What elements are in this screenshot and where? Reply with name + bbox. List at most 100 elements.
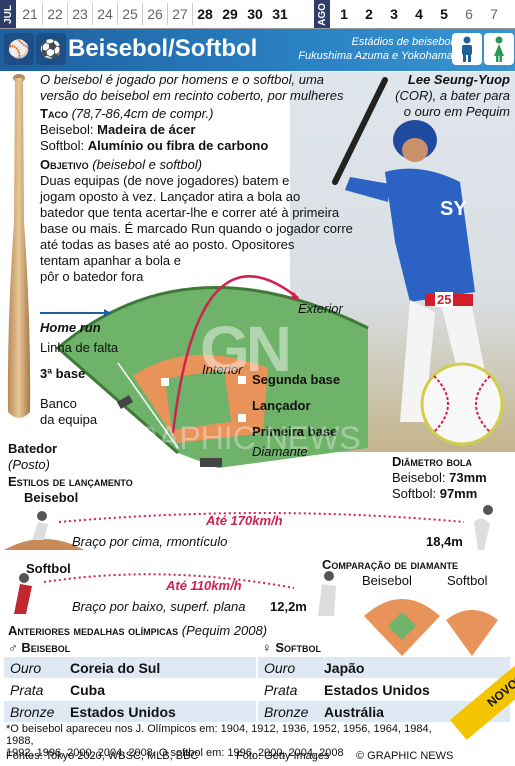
medal-type: Ouro xyxy=(264,659,296,676)
medals-heading: Anteriores medalhas olímpicas (Pequim 20… xyxy=(8,623,268,638)
diamond-compare-softball: Softbol xyxy=(447,573,488,588)
venue-line1: Estádios de beisebol xyxy=(351,36,453,48)
pitcher-label: Lançador xyxy=(252,398,311,413)
date-28: 28 xyxy=(197,6,213,22)
photo-caption: Lee Seung-Yuop (COR), a bater para o our… xyxy=(395,72,510,119)
watermark-text: GRAPHIC NEWS xyxy=(110,420,361,456)
diamond-compare-heading: Comparação de diamante xyxy=(322,557,458,572)
date-2: 2 xyxy=(365,6,373,22)
date-5: 5 xyxy=(440,6,448,22)
medal-country: Coreia do Sul xyxy=(70,659,161,676)
second-base-marker xyxy=(238,376,246,384)
medal-type: Prata xyxy=(264,681,298,698)
bat-section: Taco (78,7-86,4cm de compr.) Beisebol: M… xyxy=(40,106,269,153)
third-base-marker xyxy=(161,378,169,386)
field-diagram xyxy=(55,275,369,468)
pitching-softball-label: Softbol xyxy=(26,561,71,576)
baseball-distance: 18,4m xyxy=(426,534,463,549)
diamond-compare-diagram xyxy=(364,599,498,656)
medal-type: Bronze xyxy=(10,703,55,720)
date-25: 25 xyxy=(118,3,143,25)
objective-section: Objetivo (beisebol e softbol) Duas equip… xyxy=(40,157,360,285)
medal-row-baseball: Ouro Coreia do Sul xyxy=(4,657,256,678)
objective-line: jogam oposto à vez. Lançador atira a bol… xyxy=(40,189,301,204)
date-3: 3 xyxy=(390,6,398,22)
softball-distance: 12,2m xyxy=(270,599,307,614)
objective-line: tentam apanhar a bola e xyxy=(40,253,181,268)
objective-line: base ou mais. É marcado Run quando o jog… xyxy=(40,221,353,236)
intro-text: O beisebol é jogado por homens e o softb… xyxy=(40,72,344,103)
baseball-pictogram-icon: ⚾ xyxy=(4,33,34,65)
date-31: 31 xyxy=(272,6,288,22)
third-base-label: 3ª base xyxy=(40,366,86,381)
first-base-marker xyxy=(238,414,246,422)
date-4: 4 xyxy=(415,6,423,22)
exterior-label: Exterior xyxy=(298,301,343,316)
softball-pictogram-icon: ⚽ xyxy=(36,33,66,65)
medal-row-softball: Prata Estados Unidos xyxy=(258,679,510,700)
pitching-baseball-label: Beisebol xyxy=(24,490,79,505)
medal-row-baseball: Prata Cuba xyxy=(4,679,256,700)
medal-country: Estados Unidos xyxy=(324,681,430,698)
date-26: 26 xyxy=(143,3,168,25)
foul-line-label: Linha de falta xyxy=(40,340,119,355)
header-bar: ⚾ ⚽ Beisebol/Softbol Estádios de beisebo… xyxy=(0,29,515,71)
medals-softball-title: ♀ Softbol xyxy=(262,640,322,655)
month-ago: AGO xyxy=(314,0,330,28)
medal-row-baseball: Bronze Estados Unidos xyxy=(4,701,256,722)
medal-row-softball: Ouro Japão xyxy=(258,657,510,678)
ball-diameter-section: Diâmetro bola Beisebol: 73mm Softbol: 97… xyxy=(392,454,487,501)
page-title: Beisebol/Softbol xyxy=(68,35,258,62)
diamond-compare-baseball: Beisebol xyxy=(362,573,412,588)
medal-country: Austrália xyxy=(324,703,384,720)
female-icon xyxy=(484,33,514,65)
date-24: 24 xyxy=(93,3,118,25)
second-base-label: Segunda base xyxy=(252,372,341,387)
jersey-number: 25 xyxy=(435,292,454,307)
softball-speed: Até 110km/h xyxy=(166,578,242,593)
footnote: *O beisebol apareceu nos J. Olímpicos em… xyxy=(6,723,432,759)
date-8: 8 xyxy=(507,3,515,25)
month-jul: JUL xyxy=(0,0,16,28)
diamond-label: Diamante xyxy=(252,444,308,459)
bat-illustration xyxy=(7,74,31,418)
medal-country: Estados Unidos xyxy=(70,703,176,720)
watermark-logo: GN xyxy=(200,313,292,385)
softball-pitch-desc: Braço por baixo, superf. plana xyxy=(72,599,246,614)
objective-line: Duas equipas (de nove jogadores) batem e xyxy=(40,173,290,188)
objective-line: pôr o batedor fora xyxy=(40,269,144,284)
jersey-name: SY xyxy=(440,198,467,220)
photo-credit: Foto: Getty Images xyxy=(236,750,330,762)
pitching-softball-diagram xyxy=(14,571,336,616)
pitching-heading: Estilos de lançamento xyxy=(8,474,133,489)
medal-country: Cuba xyxy=(70,681,105,698)
copyright: © GRAPHIC NEWS xyxy=(356,750,454,762)
medal-type: Ouro xyxy=(10,659,42,676)
dugout-label: Banco da equipa xyxy=(40,396,98,427)
objective-line: até todas as bases até ao posto. Oposito… xyxy=(40,237,295,252)
medals-baseball-title: ♂ Beisebol xyxy=(8,640,71,655)
medal-country: Japão xyxy=(324,659,365,676)
ball-icon xyxy=(420,362,504,446)
batter-note: (Posto) xyxy=(8,457,50,472)
baseball-speed: Até 170km/h xyxy=(206,513,283,528)
pitching-baseball-diagram xyxy=(4,505,493,550)
baseball-pitch-desc: Braço por cima, rmontículo xyxy=(72,534,228,549)
date-23: 23 xyxy=(68,3,93,25)
date-22: 22 xyxy=(43,3,68,25)
date-6: 6 xyxy=(465,6,473,22)
date-7: 7 xyxy=(490,6,498,22)
home-run-label: Home run xyxy=(40,320,101,335)
date-27: 27 xyxy=(168,3,193,25)
batter-label: Batedor xyxy=(8,441,58,456)
objective-line: batedor que tenta acertar-lhe e correr a… xyxy=(40,205,340,220)
first-base-label: Primeira base xyxy=(252,424,338,439)
male-icon xyxy=(452,33,482,65)
home-run-arrow-icon xyxy=(40,309,111,317)
sources: Fontes: Tokyo 2020, WBSC, MLB, BBC xyxy=(6,750,199,762)
medal-type: Prata xyxy=(10,681,44,698)
date-21: 21 xyxy=(18,3,43,25)
date-29: 29 xyxy=(222,6,238,22)
